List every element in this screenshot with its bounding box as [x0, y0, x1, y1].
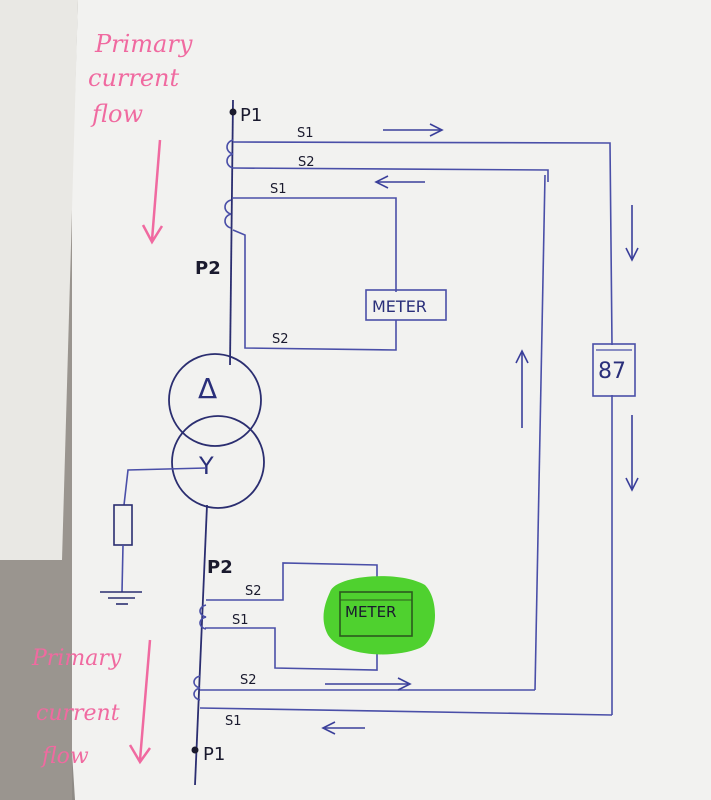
meter-bottom-highlight: [323, 576, 436, 655]
annotation-line-2: current: [36, 701, 120, 726]
meter-top-label: METER: [372, 297, 427, 316]
arrow-down-right-1: [625, 205, 639, 262]
ground-icon: [100, 591, 142, 605]
arrow-left-top: [374, 175, 425, 189]
arrow-right-bottom: [325, 677, 412, 691]
wire-bottom-meter-s1: [205, 627, 378, 671]
label-p2-top: P2: [195, 258, 221, 279]
annotation-line-3: flow: [40, 744, 89, 769]
neutral-wire: [123, 467, 207, 506]
annotation-line-1: Primary: [31, 646, 122, 671]
relay-87-label: 87: [598, 359, 626, 384]
annotation-line-1: Primary: [94, 30, 193, 58]
label-s2-top-b: S2: [272, 332, 289, 347]
wire-top-meter-loop: [232, 197, 397, 292]
arrow-right-top: [383, 123, 444, 137]
label-p1-bottom: P1: [203, 744, 225, 765]
label-s2-bot-b: S2: [240, 673, 257, 688]
label-s1-top-a: S1: [297, 126, 314, 141]
delta-symbol: Δ: [198, 372, 217, 405]
terminal-p1-top: [229, 108, 237, 116]
paper-underlay: [0, 0, 78, 560]
primary-flow-arrow-top: [141, 139, 164, 245]
wire-bottom-meter-s2: [206, 562, 378, 601]
wire-top-s2-return: [534, 174, 546, 691]
wire-top-s2: [232, 167, 549, 182]
annotation-line-3: flow: [90, 100, 143, 128]
terminal-p1-bottom: [191, 746, 199, 754]
transformer-delta-winding: [168, 353, 262, 447]
arrow-up-middle: [515, 349, 529, 428]
annotation-line-2: current: [88, 64, 180, 92]
ct-coil-top-differential: [226, 139, 234, 169]
label-s1-bot-a: S1: [232, 613, 249, 628]
label-s1-bot-b: S1: [225, 714, 242, 729]
transformer-star-winding: [171, 415, 265, 509]
star-symbol: Y: [198, 452, 214, 480]
primary-conductor: [194, 99, 234, 786]
label-p2-bottom: P2: [207, 557, 233, 578]
arrow-left-bottom: [321, 721, 365, 735]
wire-bottom-s1: [199, 707, 613, 716]
label-s1-top-b: S1: [270, 182, 287, 197]
label-s2-top-a: S2: [298, 155, 315, 170]
meter-bottom-label: METER: [345, 603, 396, 621]
wire-top-s1: [232, 141, 613, 346]
label-p1-top: P1: [240, 105, 262, 126]
primary-flow-arrow-bottom: [128, 639, 152, 765]
paper-sheet: [60, 0, 711, 800]
ct-coil-bottom-meter: [199, 604, 207, 630]
arrow-down-right-2: [625, 415, 639, 492]
meter-top-box: [365, 289, 447, 321]
ct-coil-bottom-differential: [193, 675, 201, 701]
primary-flow-annotation-bottom: Primary current flow: [31, 646, 122, 769]
primary-flow-annotation-top: Primary current flow: [88, 30, 193, 128]
relay-87-box: [592, 343, 636, 397]
earth-lead: [121, 544, 124, 593]
wire-top-meter-return: [232, 229, 397, 351]
ct-coil-top-meter: [224, 199, 232, 229]
meter-bottom-box: [339, 591, 413, 637]
label-s2-bot-a: S2: [245, 584, 262, 599]
